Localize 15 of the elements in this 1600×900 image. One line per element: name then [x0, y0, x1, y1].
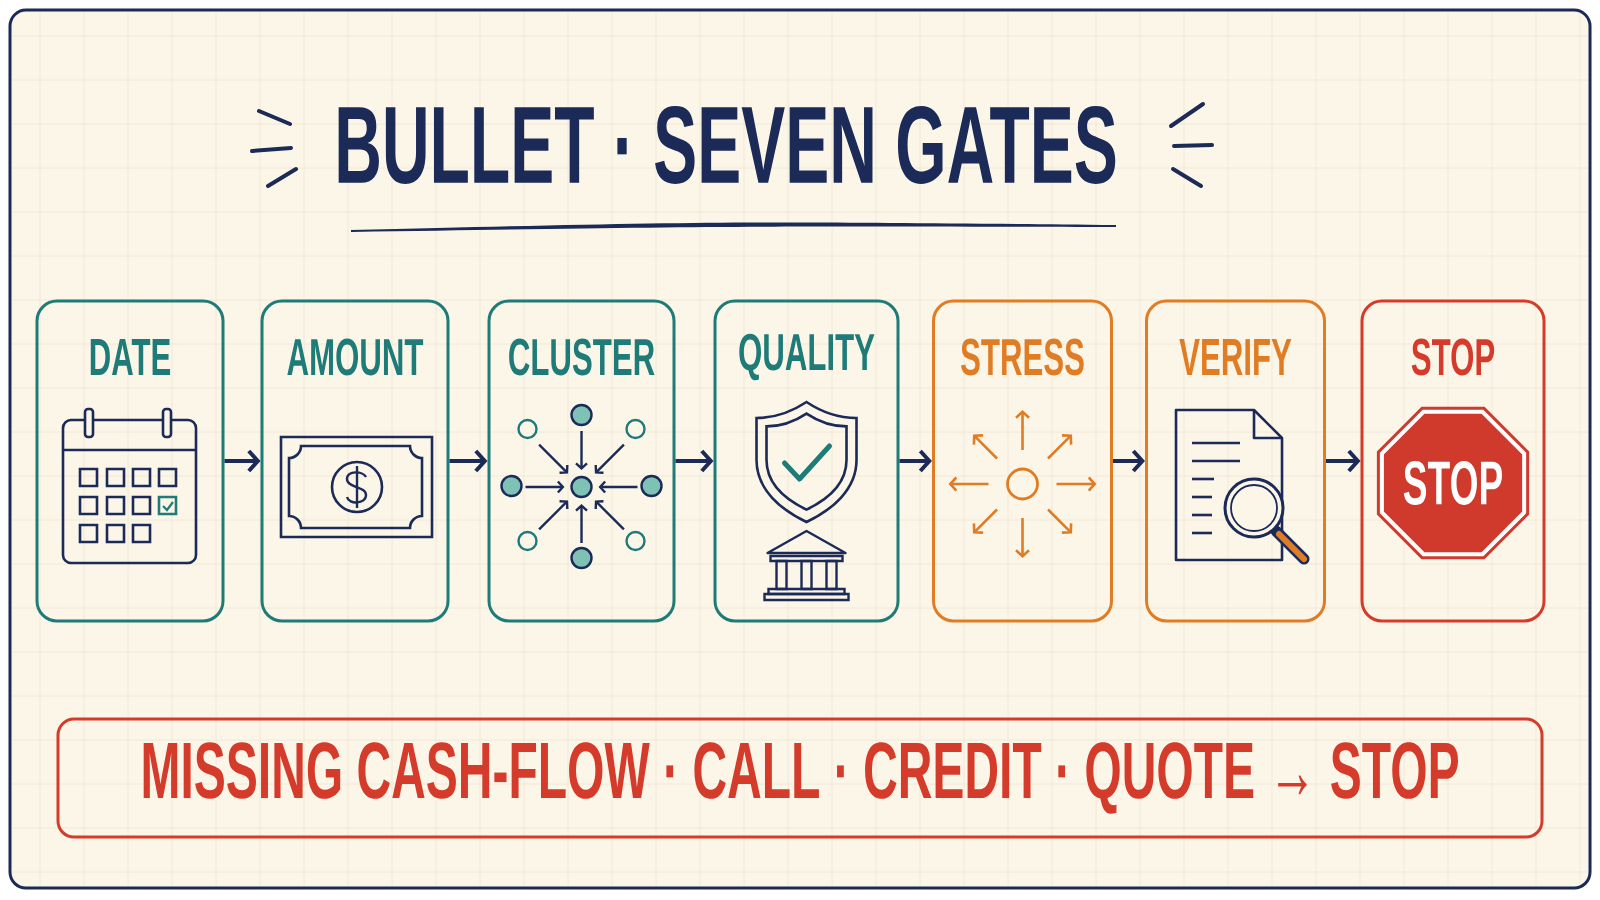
gate-box: STRESS	[932, 299, 1113, 623]
gate-box: DATE	[35, 299, 225, 623]
banner-box: MISSING CASH-FLOW · CALL · CREDIT · QUOTE → STOP	[56, 717, 1544, 839]
gate-box: AMOUNT	[260, 299, 450, 623]
gate-box: CLUSTER	[487, 299, 676, 623]
arrow	[675, 449, 714, 473]
arrow	[899, 449, 932, 473]
arrow	[224, 449, 261, 473]
arrow	[1113, 449, 1145, 473]
arrow	[449, 449, 488, 473]
stop-sign: STOP	[1376, 406, 1530, 560]
title: BULLET · SEVEN GATES	[338, 106, 1116, 184]
arrow	[1326, 449, 1361, 473]
gate-box: QUALITY	[713, 299, 900, 623]
gate-box: VERIFY	[1145, 299, 1326, 623]
